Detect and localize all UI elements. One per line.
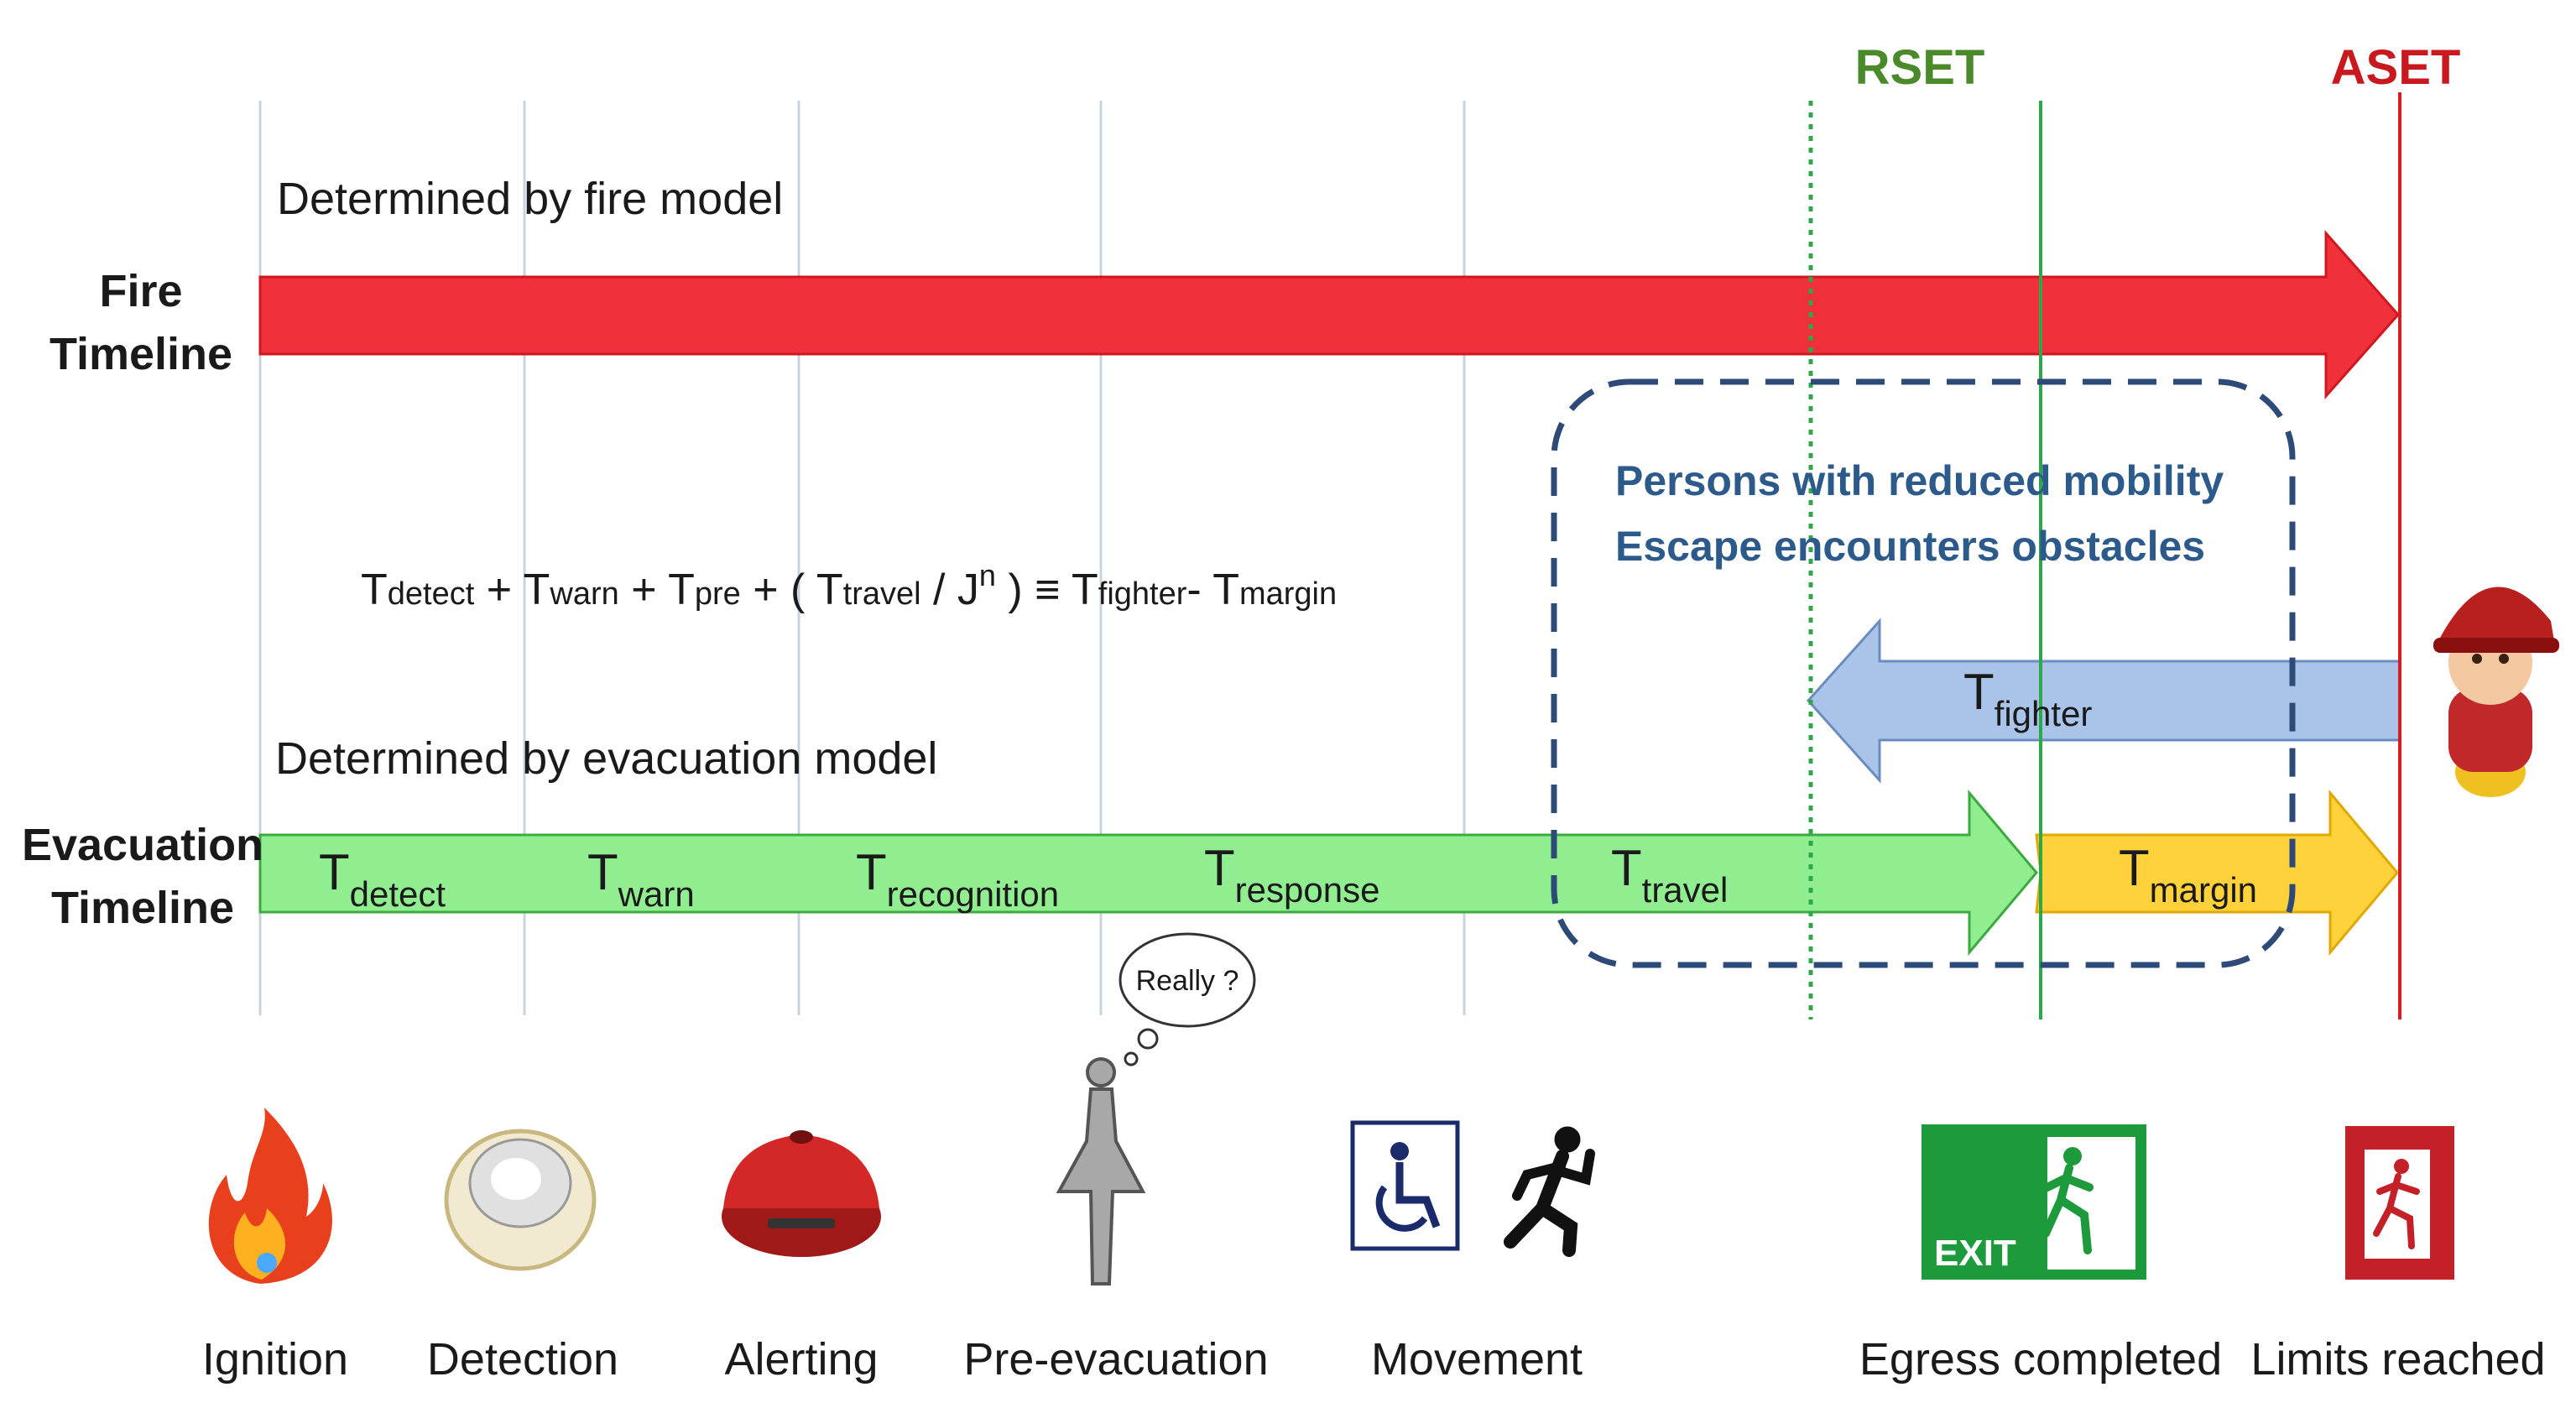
- fighter-label: Tfighter: [1963, 664, 2092, 733]
- eq-sub: detect: [388, 576, 475, 612]
- smoke-detector-icon: [444, 1129, 597, 1271]
- segment-detect: Tdetect: [319, 844, 446, 914]
- segment-detect-base: T: [319, 844, 350, 900]
- eq-sub: margin: [1239, 576, 1337, 612]
- eq-term: T: [816, 566, 843, 614]
- thought-bubble-text: Really ?: [1136, 965, 1239, 997]
- segment-detect-sub: detect: [350, 874, 446, 914]
- segment-warn-base: T: [587, 844, 618, 900]
- segment-travel-sub: travel: [1642, 870, 1729, 910]
- stage-label-detection: Detection: [427, 1334, 618, 1385]
- fire-model-caption: Determined by fire model: [277, 174, 783, 224]
- mobility-line2: Escape encounters obstacles: [1615, 523, 2205, 570]
- eq-op: ) ≡: [996, 566, 1072, 614]
- segment-travel-base: T: [1611, 840, 1642, 896]
- eq-op: + (: [741, 566, 816, 614]
- aset-label: ASET: [2331, 40, 2461, 95]
- eq-op: +: [619, 566, 668, 614]
- person-thinking-icon: [1056, 1057, 1146, 1285]
- eq-term: T: [1212, 566, 1239, 614]
- eq-sub: travel: [843, 576, 921, 612]
- segment-recognition-base: T: [856, 844, 887, 900]
- mobility-line1: Persons with reduced mobility: [1615, 457, 2224, 504]
- wheelchair-icon: [1350, 1120, 1460, 1251]
- segment-warn-sub: warn: [618, 874, 695, 914]
- fighter-label-sub: fighter: [1995, 694, 2093, 733]
- eq-term: T: [361, 566, 388, 614]
- stage-label-alerting: Alerting: [724, 1334, 878, 1385]
- reduced-mobility-box: [1551, 378, 2296, 968]
- eq-sub: fighter: [1098, 576, 1187, 612]
- rset-label: RSET: [1855, 40, 1985, 95]
- fighter-label-base: T: [1963, 664, 1995, 720]
- red-exit-sign-icon: [2345, 1126, 2454, 1280]
- eq-term: T: [1072, 566, 1098, 614]
- running-person-icon: [1504, 1126, 1595, 1257]
- stage-label-limits-reached: Limits reached: [2250, 1334, 2545, 1385]
- thought-bubble: Really ?: [1119, 932, 1256, 1066]
- stage-label-egress-completed: Egress completed: [1859, 1334, 2222, 1385]
- segment-margin: Tmargin: [2119, 840, 2257, 910]
- eq-op: / J: [921, 566, 979, 614]
- green-exit-sign-icon: EXIT: [1922, 1124, 2146, 1280]
- firefighter-mascot-icon: [2433, 587, 2559, 797]
- eq-op: +: [474, 566, 523, 614]
- fire-timeline-arrow: [258, 230, 2401, 399]
- flame-icon: [208, 1108, 332, 1284]
- timing-equation: Tdetect + Twarn + Tpre + ( Ttravel / Jn …: [361, 558, 1337, 614]
- segment-response: Tresponse: [1204, 840, 1379, 910]
- alarm-bell-icon: [722, 1130, 881, 1257]
- segment-response-base: T: [1204, 840, 1235, 896]
- eq-sub: warn: [549, 576, 618, 612]
- eq-op: -: [1186, 566, 1212, 614]
- evacuation-timeline-arrow: [258, 789, 2038, 957]
- eq-term: T: [668, 566, 695, 614]
- evacuation-model-caption: Determined by evacuation model: [275, 733, 937, 784]
- exit-sign-text: EXIT: [1934, 1233, 2016, 1274]
- eq-sup: n: [979, 558, 996, 592]
- segment-response-sub: response: [1235, 870, 1380, 910]
- stage-label-pre-evacuation: Pre-evacuation: [963, 1334, 1268, 1385]
- fighter-arrow: [1806, 618, 2401, 784]
- fire-timeline-label-line2: Timeline: [50, 329, 232, 379]
- segment-margin-sub: margin: [2150, 870, 2257, 910]
- evacuation-timeline-label-line2: Timeline: [51, 883, 234, 933]
- eq-term: T: [524, 566, 550, 614]
- stage-label-ignition: Ignition: [202, 1334, 348, 1385]
- evacuation-timeline-label-line1: Evacuation: [22, 820, 263, 870]
- segment-margin-base: T: [2119, 840, 2150, 896]
- segment-travel: Ttravel: [1611, 840, 1728, 910]
- fire-timeline-label-line1: Fire: [99, 266, 182, 316]
- segment-recognition-sub: recognition: [887, 874, 1059, 914]
- segment-recognition: Trecognition: [856, 844, 1059, 914]
- segment-warn: Twarn: [587, 844, 695, 914]
- stage-label-movement: Movement: [1371, 1334, 1583, 1385]
- eq-sub: pre: [695, 576, 741, 612]
